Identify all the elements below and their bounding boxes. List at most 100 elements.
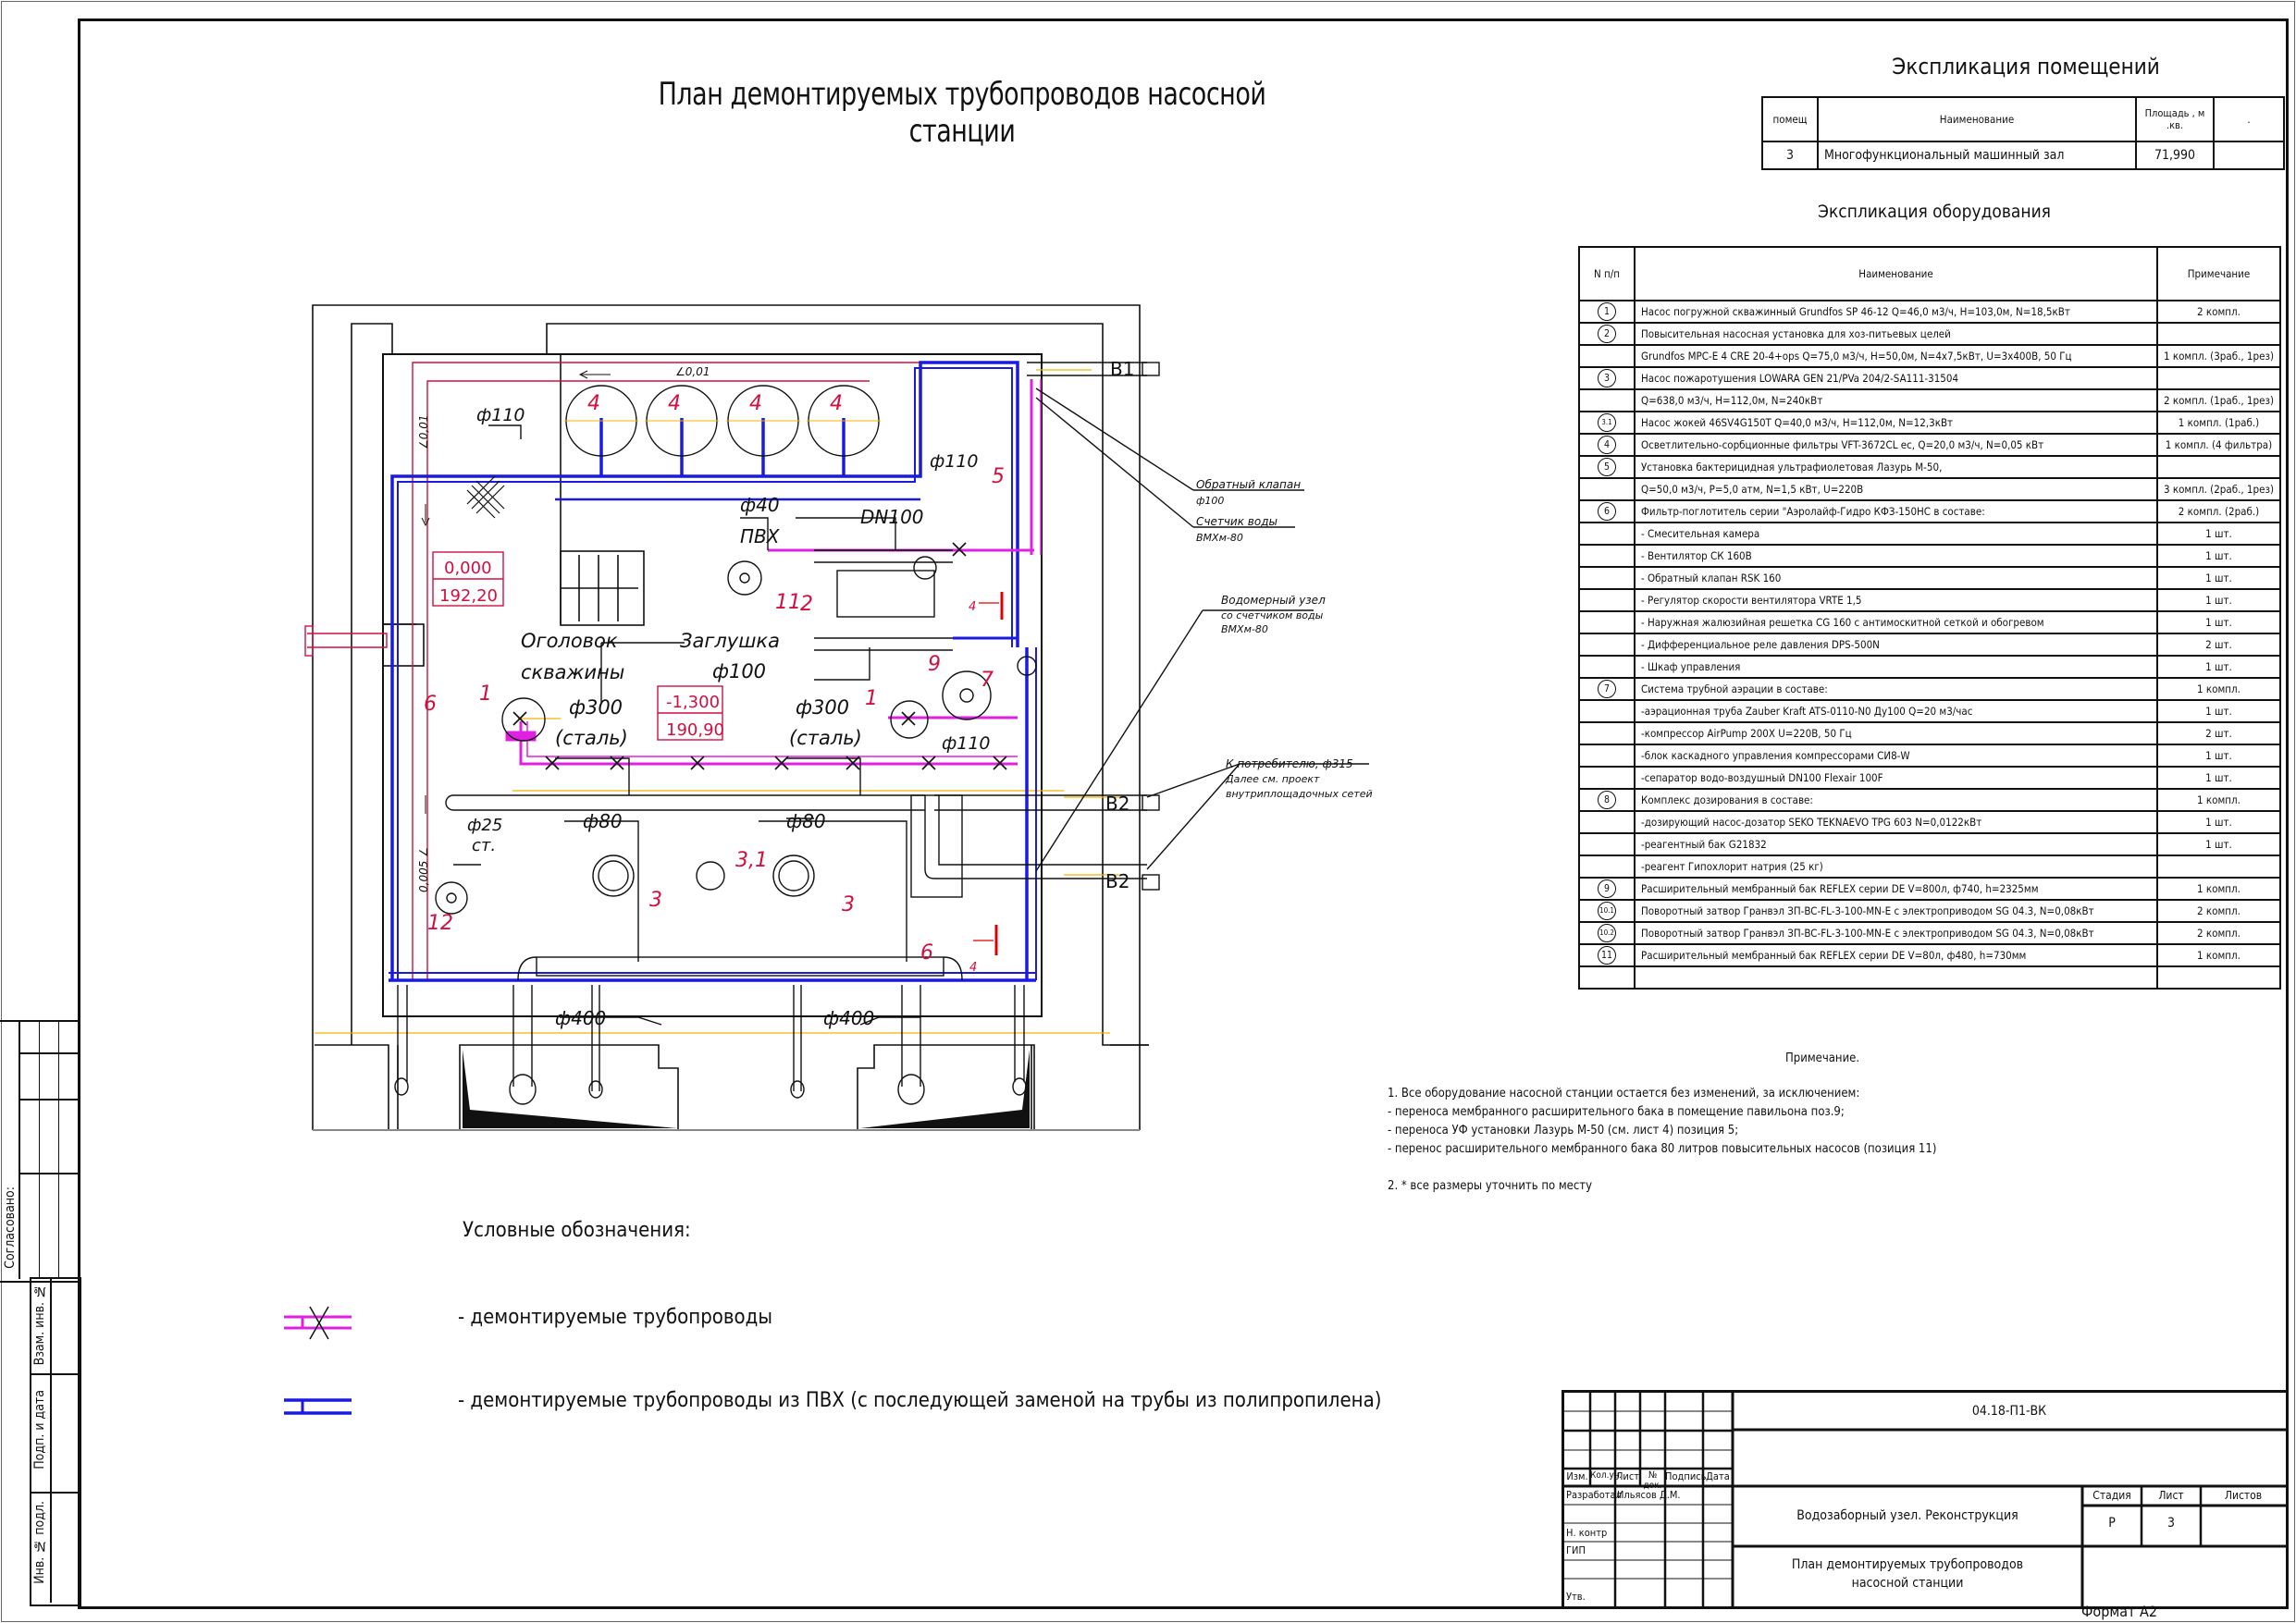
pump-3-left bbox=[592, 855, 635, 897]
equipment-row: 6 Фильтр-поглотитель серии "Аэролайф-Гидр… bbox=[1578, 499, 2282, 523]
stamp-col-sign: Подпись bbox=[1665, 1470, 1707, 1482]
pos-9: 9 bbox=[928, 653, 941, 676]
pos-5: 5 bbox=[992, 465, 1005, 488]
equipment-num: 3 bbox=[1578, 366, 1636, 390]
equipment-name: -аэрационная труба Zauber Kraft ATS-0110… bbox=[1634, 699, 2158, 723]
label-steel-b: (сталь) bbox=[789, 727, 862, 749]
equipment-num: 5 bbox=[1578, 455, 1636, 479]
label-meter-node-2: со счетчиком воды bbox=[1221, 609, 1324, 621]
rooms-row: 3 Многофункциональный машинный зал 71,99… bbox=[1761, 141, 2285, 170]
equipment-name: Повысительная насосная установка для хоз… bbox=[1634, 322, 2158, 346]
label-wellhead-1: Оголовок bbox=[521, 630, 618, 652]
equipment-row: Grundfos MPC-E 4 CRE 20-4+ops Q=75,0 м3/… bbox=[1578, 344, 2282, 368]
stamp-sheet-value: 3 bbox=[2166, 1516, 2175, 1531]
equipment-name bbox=[1634, 965, 2158, 990]
label-phi80-a: ф80 bbox=[583, 810, 623, 832]
position-number-badge: 11 bbox=[1598, 946, 1616, 965]
section-a-label: 4 bbox=[969, 600, 976, 614]
equipment-name: - Смесительная камера bbox=[1634, 522, 2158, 546]
stamp-sheets-label: Листов bbox=[2224, 1489, 2263, 1502]
wall-inner-left bbox=[351, 323, 393, 1045]
pos-2: 2 bbox=[800, 593, 813, 616]
rooms-header-extra: . bbox=[2213, 96, 2285, 142]
equipment-num: 8 bbox=[1578, 788, 1636, 812]
equipment-note bbox=[2155, 855, 2282, 879]
label-phi40: ф40 bbox=[740, 494, 780, 516]
pos-7: 7 bbox=[981, 669, 994, 692]
notes-block: Примечание. 1. Все оборудование насосной… bbox=[1388, 1050, 1936, 1196]
stamp-stage-label: Стадия bbox=[2092, 1489, 2131, 1502]
position-number-badge: 6 bbox=[1598, 502, 1616, 521]
equipment-name: Поворотный затвор Гранвэл ЗП-BC-FL-3-100… bbox=[1634, 921, 2158, 945]
equipment-row: 1 Насос погружной скважинный Grundfos SP … bbox=[1578, 300, 2282, 324]
equipment-name: Система трубной аэрации в составе: bbox=[1634, 677, 2158, 701]
wall-inner-right bbox=[546, 323, 1149, 1046]
equipment-row: - Регулятор скорости вентилятора VRTE 1,… bbox=[1578, 588, 2282, 612]
label-phi25: ф25 bbox=[467, 816, 502, 835]
elevation-1-top: 0,000 bbox=[444, 559, 492, 578]
elevation-1-bottom: 192,20 bbox=[439, 586, 498, 606]
legend-title: Условные обозначения: bbox=[463, 1219, 691, 1242]
tank-12 bbox=[435, 881, 468, 915]
equipment-name: Q=638,0 м3/ч, H=112,0м, N=240кВт bbox=[1634, 388, 2158, 412]
equipment-name: Фильтр-поглотитель серии "Аэролайф-Гидро… bbox=[1634, 499, 2158, 523]
equipment-header-num: N п/п bbox=[1578, 246, 1636, 301]
tank-9 bbox=[942, 670, 992, 720]
equipment-note: 1 шт. bbox=[2155, 610, 2282, 634]
label-consumer-3: внутриплощадочных сетей bbox=[1226, 788, 1373, 800]
note-line: 1. Все оборудование насосной станции ост… bbox=[1388, 1087, 1860, 1100]
equipment-note: 1 шт. bbox=[2155, 810, 2282, 834]
side-stamp: Согласовано: Взам. инв. № Подп. и дата И… bbox=[0, 1020, 81, 1606]
hatch-symbol bbox=[466, 475, 505, 519]
equipment-num: 6 bbox=[1578, 499, 1636, 523]
label-dn100: DN100 bbox=[860, 506, 924, 528]
tank-left-fill bbox=[463, 1050, 677, 1128]
notes-heading: Примечание. bbox=[1785, 1051, 1860, 1065]
position-number-badge: 1 bbox=[1598, 302, 1616, 321]
label-steel-a: (сталь) bbox=[555, 727, 628, 749]
equipment-num: 3.1 bbox=[1578, 411, 1636, 435]
equipment-num bbox=[1578, 965, 1636, 990]
position-number-badge: 7 bbox=[1598, 680, 1616, 698]
equipment-note: 1 компл. (1раб.) bbox=[2155, 411, 2282, 435]
elevation-2-bottom: 190,90 bbox=[666, 720, 724, 740]
stamp-col-sheet: Лист bbox=[1615, 1470, 1640, 1482]
pos-6b: 6 bbox=[920, 941, 933, 965]
equipment-note bbox=[2155, 455, 2282, 479]
equipment-row: -блок каскадного управления компрессорам… bbox=[1578, 744, 2282, 768]
equipment-num bbox=[1578, 477, 1636, 501]
equipment-num: 10.2 bbox=[1578, 921, 1636, 945]
rooms-header-name: Наименование bbox=[1817, 96, 2137, 142]
equipment-num bbox=[1578, 522, 1636, 546]
equipment-name: Насос пожаротушения LOWARA GEN 21/PVa 20… bbox=[1634, 366, 2158, 390]
side-stamp-replace-inv: Взам. инв. № bbox=[32, 1284, 47, 1366]
equipment-name: Насос жокей 46SV4G150T Q=40,0 м3/ч, H=11… bbox=[1634, 411, 2158, 435]
note-line: 2. * все размеры уточнить по месту bbox=[1388, 1179, 1593, 1193]
label-phi300-a: ф300 bbox=[569, 696, 623, 719]
legend-label-dismantled: - демонтируемые трубопроводы bbox=[458, 1306, 772, 1329]
equipment-name: -сепаратор водо-воздушный DN100 Flexair … bbox=[1634, 766, 2158, 790]
equipment-note: 2 шт. bbox=[2155, 633, 2282, 657]
label-b2-b: В2 bbox=[1105, 870, 1129, 892]
equipment-name: Насос погружной скважинный Grundfos SP 4… bbox=[1634, 300, 2158, 324]
equipment-num: 9 bbox=[1578, 877, 1636, 901]
note-line: - перенос расширительного мембранного ба… bbox=[1388, 1142, 1937, 1156]
equipment-name: -реагентный бак G21832 bbox=[1634, 832, 2158, 856]
equipment-note: 1 компл. bbox=[2155, 877, 2282, 901]
equipment-num bbox=[1578, 832, 1636, 856]
pos-3a: 3 bbox=[649, 889, 662, 912]
label-check-valve-1: Обратный клапан bbox=[1196, 478, 1301, 491]
position-number-badge: 5 bbox=[1598, 458, 1616, 476]
stamp-sheet-title-2: насосной станции bbox=[1851, 1576, 1964, 1591]
dismantled-pipe-icon bbox=[284, 1306, 352, 1340]
equipment-num bbox=[1578, 388, 1636, 412]
equipment-num bbox=[1578, 633, 1636, 657]
rooms-header-num: помещ bbox=[1761, 96, 1819, 142]
equipment-note: 1 шт. bbox=[2155, 766, 2282, 790]
position-number-badge: 10.1 bbox=[1598, 902, 1616, 920]
side-stamp-inv-orig: Инв. № подл. bbox=[32, 1501, 47, 1584]
